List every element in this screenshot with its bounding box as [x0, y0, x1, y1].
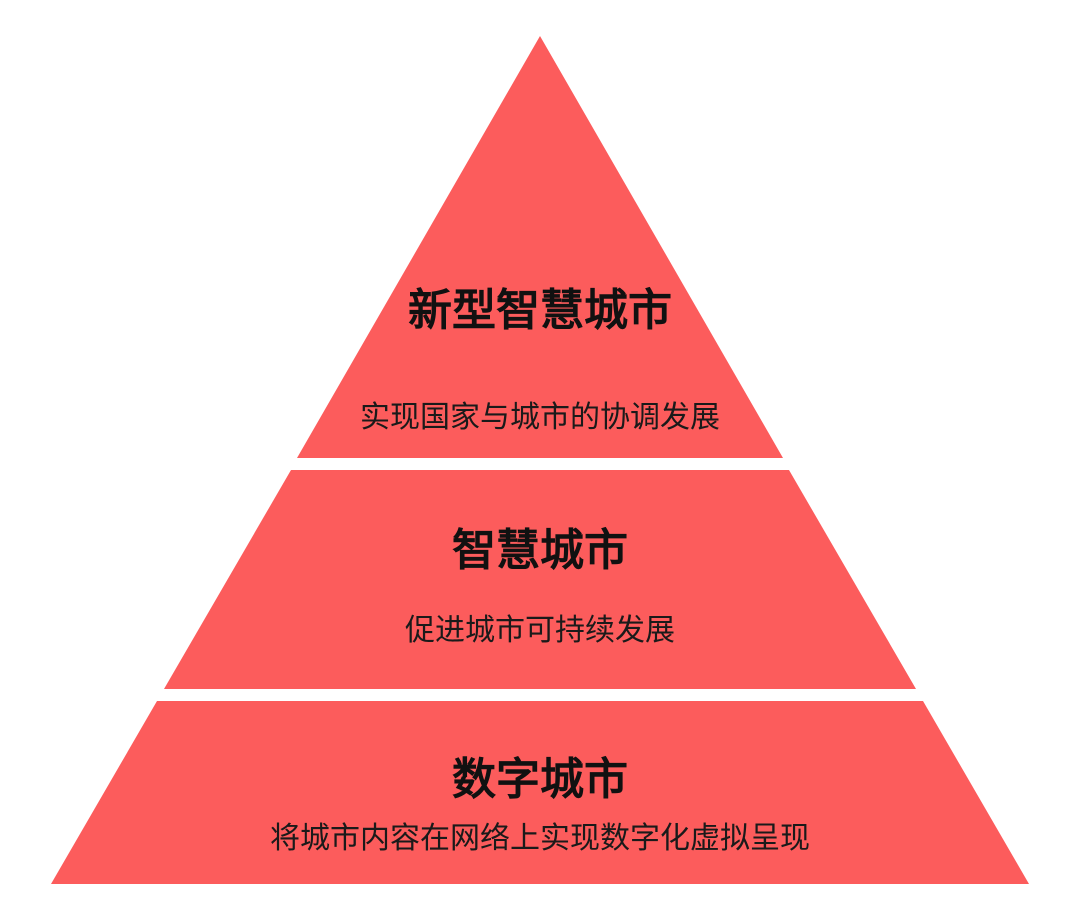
tier-top-title: 新型智慧城市: [408, 285, 672, 336]
tier-middle-shape: [164, 470, 916, 689]
tier-top-shape: [297, 36, 783, 458]
tier-bottom: 数字城市 将城市内容在网络上实现数字化虚拟呈现: [51, 701, 1029, 884]
tier-bottom-subtitle: 将城市内容在网络上实现数字化虚拟呈现: [270, 821, 810, 856]
tier-top: 新型智慧城市 实现国家与城市的协调发展: [297, 36, 783, 458]
tier-bottom-shape: [51, 701, 1029, 884]
tier-bottom-title: 数字城市: [452, 754, 628, 805]
tier-top-subtitle: 实现国家与城市的协调发展: [360, 400, 720, 435]
tier-middle-title: 智慧城市: [452, 525, 628, 576]
tier-middle-subtitle: 促进城市可持续发展: [405, 613, 675, 648]
tier-middle: 智慧城市 促进城市可持续发展: [164, 470, 916, 689]
